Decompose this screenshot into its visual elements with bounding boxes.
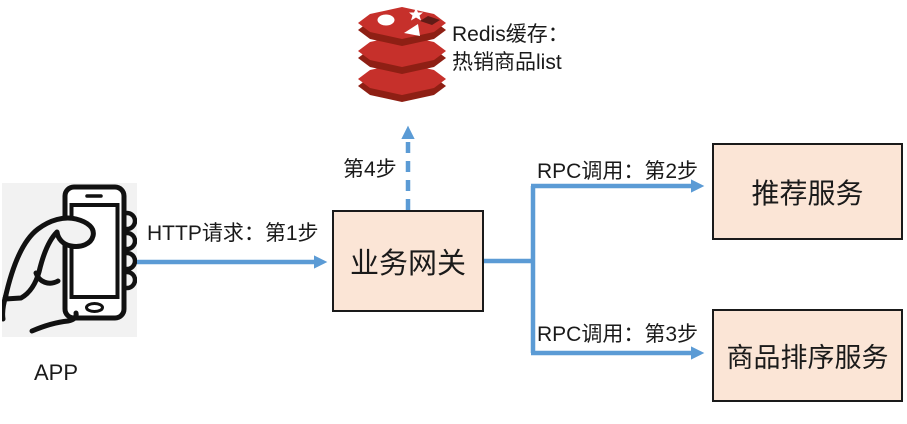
gateway-label: 业务网关 (349, 248, 466, 280)
recommend-service-node: 推荐服务 (712, 143, 903, 240)
ranking-service-node: 商品排序服务 (712, 309, 903, 402)
recommend-service-label: 推荐服务 (751, 177, 864, 209)
ranking-service-label: 商品排序服务 (726, 343, 889, 373)
app-client-image (0, 183, 138, 337)
redis-cube-shape (420, 16, 440, 25)
redis-database-icon (358, 7, 446, 102)
redis-caption-line2: 热销商品list (452, 51, 562, 74)
phone (62, 184, 127, 321)
rpc-step3-label: RPC调用：第3步 (537, 323, 699, 346)
rpc-step2-label: RPC调用：第2步 (537, 160, 699, 183)
redis-star-shape (409, 8, 423, 21)
hand (0, 215, 96, 334)
http-step1-label: HTTP请求：第1步 (147, 222, 319, 245)
cache-step4-label: 第4步 (343, 158, 397, 181)
redis-circle-shape (377, 14, 395, 26)
hand-holding-phone-icon (0, 184, 138, 334)
gateway-node: 业务网关 (332, 210, 484, 312)
redis-caption-line1: Redis缓存： (452, 23, 569, 46)
redis-caption: Redis缓存： 热销商品list (452, 21, 569, 77)
redis-triangle-shape (404, 24, 420, 36)
app-caption: APP (34, 360, 79, 385)
